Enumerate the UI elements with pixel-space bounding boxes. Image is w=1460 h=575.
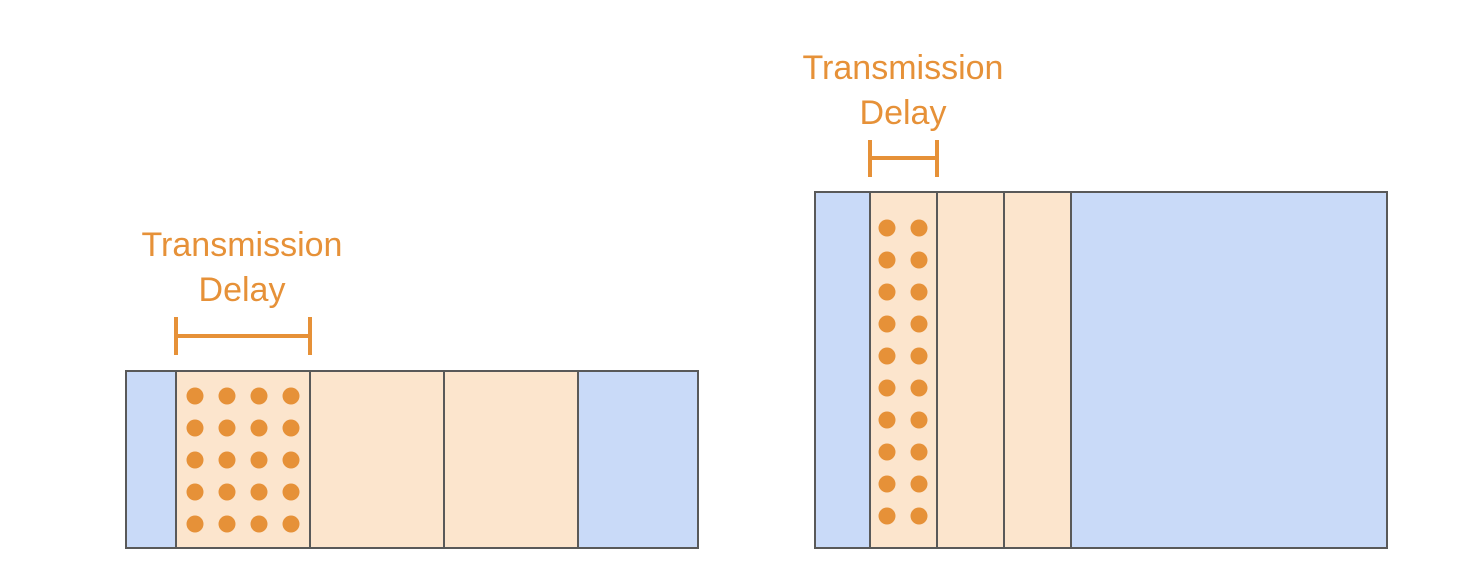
bit-dot — [878, 443, 896, 461]
bit-dot — [910, 315, 928, 333]
bit-dot — [250, 515, 268, 533]
bit-dot — [218, 451, 236, 469]
bit-dot — [910, 379, 928, 397]
diagram-left: Transmission Delay — [125, 226, 699, 549]
bit-dot — [878, 379, 896, 397]
bit-dot — [250, 419, 268, 437]
bit-dot — [282, 515, 300, 533]
bit-dot — [282, 451, 300, 469]
bit-dot — [250, 387, 268, 405]
delay-label-line1: Transmission — [142, 226, 343, 264]
packet-cell — [869, 191, 938, 549]
bit-dot — [878, 219, 896, 237]
bit-dot — [218, 419, 236, 437]
bit-dot — [218, 483, 236, 501]
bit-dot — [910, 411, 928, 429]
bit-dot — [878, 411, 896, 429]
bit-dot — [910, 475, 928, 493]
bit-dot — [878, 251, 896, 269]
bit-dot — [186, 515, 204, 533]
bit-dot — [910, 251, 928, 269]
bit-dot — [878, 475, 896, 493]
bit-dot — [910, 507, 928, 525]
bit-dot — [878, 315, 896, 333]
delay-label-line2: Delay — [860, 94, 947, 132]
bit-dots — [186, 387, 300, 533]
bit-dot — [910, 347, 928, 365]
diagram-right: Transmission Delay — [803, 49, 1388, 549]
bit-dot — [282, 483, 300, 501]
delay-label-line1: Transmission — [803, 49, 1004, 87]
bit-dot — [218, 387, 236, 405]
bit-dot — [218, 515, 236, 533]
bandwidth-area-left — [125, 370, 177, 549]
delay-bracket — [868, 140, 939, 177]
packet-cell — [309, 370, 445, 549]
bit-dot — [282, 419, 300, 437]
bit-dot — [878, 283, 896, 301]
delay-label-line2: Delay — [199, 271, 286, 309]
bit-dot — [186, 483, 204, 501]
bit-dot — [186, 419, 204, 437]
bit-dot — [186, 387, 204, 405]
delay-bracket — [174, 317, 312, 355]
packet-cell — [443, 370, 579, 549]
bit-dot — [186, 451, 204, 469]
bandwidth-area-left — [814, 191, 871, 549]
bit-dot — [910, 219, 928, 237]
bit-dot — [910, 283, 928, 301]
bit-dot — [250, 451, 268, 469]
bit-dot — [282, 387, 300, 405]
bit-dot — [878, 507, 896, 525]
bit-dots — [878, 219, 928, 525]
packet-cell — [936, 191, 1005, 549]
bit-dot — [878, 347, 896, 365]
bandwidth-area-right — [1070, 191, 1388, 549]
bit-dot — [910, 443, 928, 461]
bandwidth-area-right — [577, 370, 699, 549]
packet-cell — [1003, 191, 1072, 549]
bit-dot — [250, 483, 268, 501]
